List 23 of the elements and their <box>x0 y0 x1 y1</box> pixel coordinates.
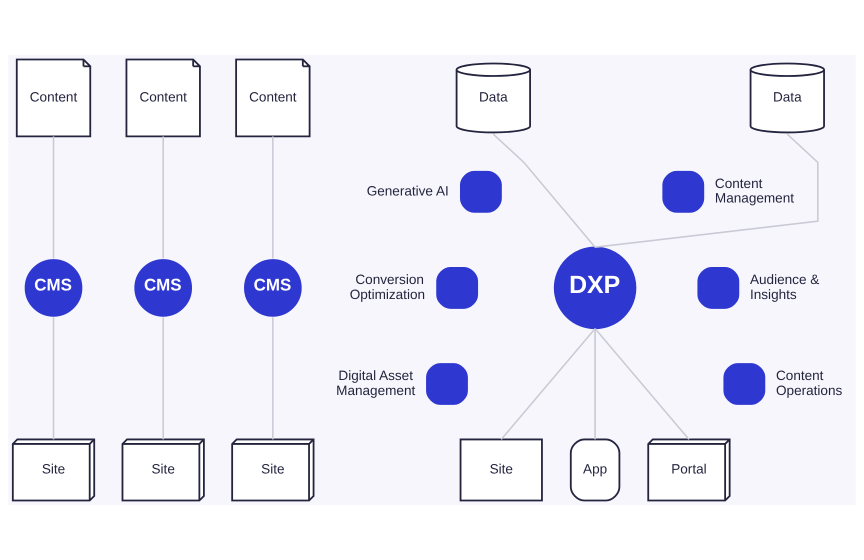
connector <box>500 328 596 440</box>
node-box: Site <box>460 438 543 502</box>
connector <box>162 317 164 440</box>
connector <box>594 328 690 440</box>
node-circle: CMS <box>244 259 302 317</box>
node-circle: DXP <box>554 246 636 330</box>
node-circle: CMS <box>24 259 82 317</box>
node-label: Conversion Optimization <box>350 272 426 302</box>
connector <box>162 136 164 259</box>
connector <box>52 136 54 259</box>
node-label: Content Operations <box>776 368 842 398</box>
node-label: Content Management <box>714 176 794 206</box>
connector <box>272 317 274 440</box>
node-circle: CMS <box>134 259 192 317</box>
node-label: Digital Asset Management <box>336 368 416 398</box>
connector <box>594 328 596 440</box>
node-label: Generative AI <box>366 183 449 198</box>
connector <box>272 136 274 259</box>
node-box: App <box>570 438 620 502</box>
node-label: Audience & Insights <box>750 272 820 302</box>
connector <box>52 317 54 440</box>
connector <box>492 134 596 248</box>
connector <box>595 134 819 248</box>
